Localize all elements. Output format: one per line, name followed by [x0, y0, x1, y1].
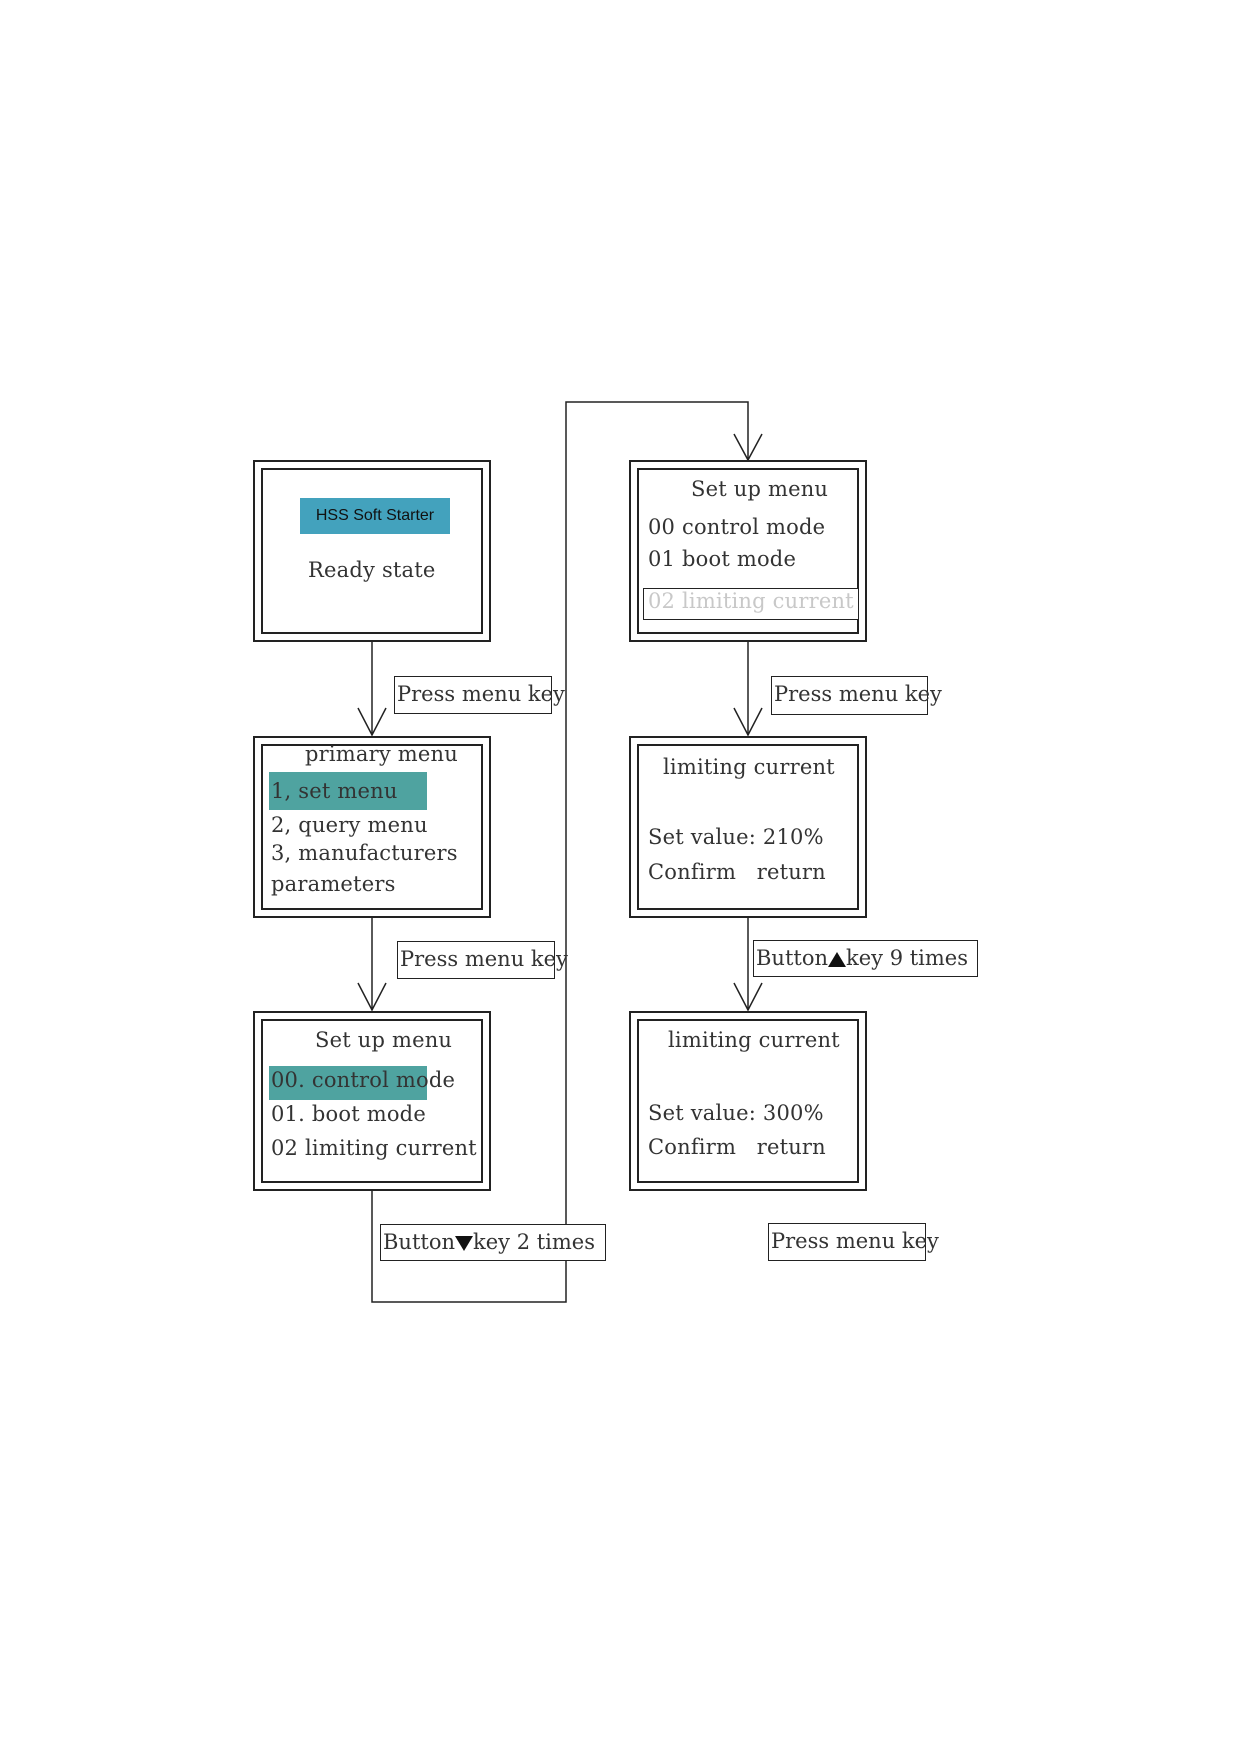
limiting-current-screen-1: limiting current Set value: 210% Confirm… — [629, 736, 867, 918]
setup-menu-frame-2 — [637, 468, 859, 634]
limiting-current-frame-1 — [637, 744, 859, 910]
step-label-press-menu-2: Press menu key — [397, 941, 568, 979]
limiting-current-screen-2: limiting current Set value: 300% Confirm… — [629, 1011, 867, 1191]
setup-menu-title-1: Set up menu — [315, 1028, 453, 1052]
menu-item-query: 2, query menu — [271, 813, 428, 837]
setup-item-boot-mode-2: 01 boot mode — [648, 547, 797, 571]
button-up-suffix: key 9 times — [846, 946, 969, 970]
step-label-press-menu-4: Press menu key — [768, 1223, 939, 1261]
limiting-current-title-2: limiting current — [668, 1028, 840, 1052]
setup-item-control-mode-2: 00 control mode — [648, 515, 826, 539]
setup-item-boot-mode: 01. boot mode — [271, 1102, 426, 1126]
menu-item-set: 1, set menu — [271, 779, 398, 803]
setup-item-limiting-current: 02 limiting current — [271, 1136, 477, 1160]
ready-screen-frame — [261, 468, 483, 634]
selected-item-box — [643, 588, 859, 620]
button-down-prefix: Button — [383, 1230, 456, 1254]
confirm-return-2: Confirm return — [648, 1135, 826, 1159]
button-up-prefix: Button — [756, 946, 829, 970]
primary-menu-title: primary menu — [305, 742, 458, 766]
setup-menu-screen-1: Set up menu 00. control mode 01. boot mo… — [253, 1011, 491, 1191]
button-down-suffix: key 2 times — [473, 1230, 596, 1254]
ready-status: Ready state — [308, 558, 436, 582]
step-label-press-menu-1: Press menu key — [394, 676, 565, 714]
set-value-2: Set value: 300% — [648, 1101, 824, 1125]
step-label-button-up: Button key 9 times — [753, 940, 978, 977]
confirm-return-1: Confirm return — [648, 860, 826, 884]
setup-menu-screen-2: Set up menu 00 control mode 01 boot mode… — [629, 460, 867, 642]
triangle-up-icon — [828, 952, 847, 967]
setup-menu-frame-1 — [261, 1019, 483, 1183]
setup-item-control-mode: 00. control mode — [271, 1068, 456, 1092]
triangle-down-icon — [455, 1236, 474, 1251]
brand-banner: HSS Soft Starter — [300, 498, 450, 534]
selection-highlight — [269, 1066, 427, 1100]
limiting-current-frame-2 — [637, 1019, 859, 1183]
menu-item-manufacturers-cont: parameters — [271, 872, 396, 896]
step-label-press-menu-3: Press menu key — [771, 676, 942, 715]
primary-menu-frame — [261, 744, 483, 910]
step-label-button-down: Button key 2 times — [380, 1224, 606, 1261]
selection-highlight — [269, 772, 427, 810]
limiting-current-title-1: limiting current — [663, 755, 835, 779]
setup-item-limiting-current-selected: 02 limiting current — [648, 589, 854, 613]
primary-menu-screen: primary menu 1, set menu 2, query menu 3… — [253, 736, 491, 918]
set-value-1: Set value: 210% — [648, 825, 824, 849]
ready-screen: HSS Soft Starter Ready state — [253, 460, 491, 642]
menu-item-manufacturers: 3, manufacturers — [271, 841, 458, 865]
setup-menu-title-2: Set up menu — [691, 477, 829, 501]
